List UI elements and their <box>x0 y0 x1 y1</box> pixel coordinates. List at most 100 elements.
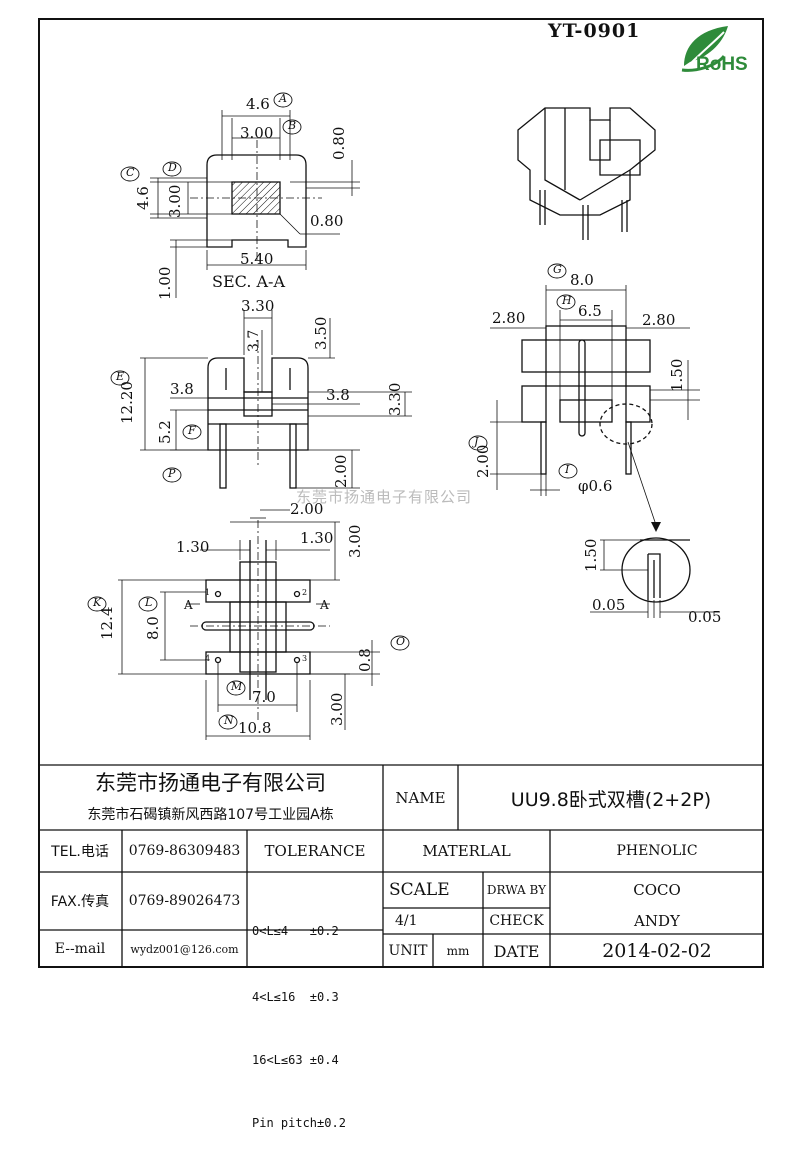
part-name: UU9.8卧式双槽(2+2P) <box>510 788 712 811</box>
tolerance-line: 4<L≤16 ±0.3 <box>252 990 339 1004</box>
dim-detail-0-05-right: 0.05 <box>688 608 722 626</box>
dim-bottom-10-8: 10.8 <box>238 719 272 737</box>
pin-label-2: 2 <box>302 588 308 597</box>
balloon-i: I <box>565 463 570 476</box>
part-number: YT-0901 <box>548 20 641 42</box>
tolerance-label: TOLERANCE <box>264 842 366 860</box>
balloon-c: C <box>126 166 135 179</box>
section-mark-left: A <box>184 598 193 612</box>
rohs-logo: RoHS <box>676 22 766 80</box>
dim-front-3-8-right: 3.8 <box>326 386 350 404</box>
tolerance-line: 16<L≤63 ±0.4 <box>252 1053 339 1067</box>
bottom-view <box>118 509 380 740</box>
balloon-p: P <box>168 467 176 480</box>
balloon-group <box>87 92 578 730</box>
company-address: 东莞市石碣镇新风西路107号工业园A栋 <box>87 807 334 823</box>
dim-front-3-50: 3.50 <box>312 316 330 350</box>
tel-value: 0769-86309483 <box>128 843 241 859</box>
email-value: wydz001@126.com <box>130 942 239 956</box>
tolerance-table: 0<L≤4 ±0.2 4<L≤16 ±0.3 16<L≤63 ±0.4 Pin … <box>252 876 380 1156</box>
dim-front-3-30: 3.30 <box>241 297 275 315</box>
balloon-e: E <box>116 370 125 383</box>
dim-detail-0-05-left: 0.05 <box>592 596 626 614</box>
balloon-m: M <box>231 680 243 693</box>
dim-front-5-2: 5.2 <box>156 420 174 444</box>
material-label: MATERLAL <box>422 842 511 860</box>
dim-side-pin-diameter: φ0.6 <box>578 477 613 495</box>
section-title: SEC. A-A <box>212 272 285 291</box>
dim-bottom-3-00-top: 3.00 <box>346 524 364 558</box>
check-value: ANDY <box>634 912 680 930</box>
dim-front-3-30-right: 3.30 <box>386 382 404 416</box>
section-view <box>150 110 360 298</box>
tolerance-line: Pin pitch±0.2 <box>252 1116 346 1130</box>
dim-section-4-6: 4.6 <box>246 95 270 113</box>
pin-label-1: 1 <box>205 588 211 597</box>
section-mark-right: A <box>320 598 329 612</box>
detail-view <box>590 537 720 618</box>
pin-label-4: 4 <box>205 654 211 663</box>
isometric-view <box>517 107 656 240</box>
front-view <box>140 310 412 489</box>
company-name: 东莞市扬通电子有限公司 <box>95 771 326 795</box>
scale-value: 4/1 <box>395 913 418 929</box>
drawing-frame <box>38 18 764 968</box>
dim-section-5-40: 5.40 <box>240 250 274 268</box>
dim-side-2-80-left: 2.80 <box>492 309 526 327</box>
rohs-text: RoHS <box>696 54 748 75</box>
dim-bottom-0-8: 0.8 <box>356 648 374 672</box>
balloon-d: D <box>168 161 177 174</box>
dim-section-4-6-vert: 4.6 <box>134 186 152 210</box>
balloon-b: B <box>288 119 297 132</box>
dim-front-3-7: 3.7 <box>246 329 262 352</box>
dim-section-0-80-wall: 0.80 <box>310 212 344 230</box>
pin-label-3: 3 <box>302 654 308 663</box>
drawn-by-value: COCO <box>633 881 681 899</box>
dim-front-2-00: 2.00 <box>332 454 350 488</box>
date-value: 2014-02-02 <box>602 940 712 962</box>
balloon-k: K <box>93 596 102 609</box>
balloon-o: O <box>396 635 406 648</box>
balloon-g: G <box>553 263 562 276</box>
unit-label: UNIT <box>388 943 428 959</box>
tolerance-line: 0<L≤4 ±0.2 <box>252 924 339 938</box>
date-label: DATE <box>493 941 540 961</box>
balloon-f: F <box>188 424 196 437</box>
drawn-by-label: DRWA BY <box>486 883 547 897</box>
tel-label: TEL.电话 <box>51 844 109 860</box>
scale-label: SCALE <box>389 880 450 900</box>
email-label: E--mail <box>54 941 106 957</box>
dim-detail-1-50: 1.50 <box>582 538 600 572</box>
balloon-n: N <box>224 714 234 727</box>
dim-bottom-3-00-bottom: 3.00 <box>328 692 346 726</box>
dim-section-3-00: 3.00 <box>240 124 274 142</box>
dim-bottom-7-0: 7.0 <box>252 688 276 706</box>
dim-bottom-8-0: 8.0 <box>144 616 162 640</box>
dim-side-2-00: 2.00 <box>474 444 492 478</box>
dim-bottom-1-30-right: 1.30 <box>300 529 334 547</box>
dim-bottom-12-4: 12.4 <box>98 606 116 640</box>
unit-value: mm <box>446 944 470 958</box>
dim-section-0-80-top: 0.80 <box>330 126 348 160</box>
dim-section-3-00-vert: 3.00 <box>166 184 184 218</box>
balloon-l: L <box>145 596 153 609</box>
watermark: 东莞市扬通电子有限公司 <box>296 488 473 506</box>
check-label: CHECK <box>489 913 544 929</box>
side-view <box>490 285 700 532</box>
balloon-j: J <box>474 435 479 448</box>
dim-front-3-8-left: 3.8 <box>170 380 194 398</box>
dim-side-1-50: 1.50 <box>668 358 686 392</box>
material-value: PHENOLIC <box>616 843 698 859</box>
dim-side-6-5: 6.5 <box>578 302 602 320</box>
dim-side-8-0: 8.0 <box>570 271 594 289</box>
title-block-lines <box>38 764 764 968</box>
dim-section-1-00: 1.00 <box>156 266 174 300</box>
dim-bottom-2-00: 2.00 <box>290 500 324 518</box>
name-label: NAME <box>395 789 446 807</box>
fax-label: FAX.传真 <box>50 894 110 910</box>
dim-side-2-80-right: 2.80 <box>642 311 676 329</box>
dim-front-12-20: 12.20 <box>118 381 136 424</box>
dim-bottom-1-30-left: 1.30 <box>176 538 210 556</box>
balloon-h: H <box>562 294 572 307</box>
fax-value: 0769-89026473 <box>128 893 241 909</box>
